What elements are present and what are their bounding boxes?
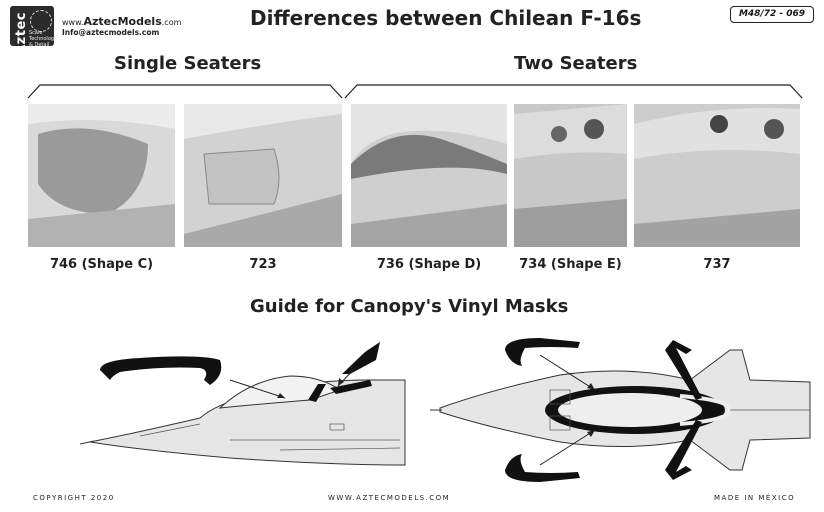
top-mask-hook-lower (665, 420, 702, 480)
side-fuselage (89, 379, 406, 466)
website-suffix: .com (161, 18, 182, 27)
top-mask-hook-upper (665, 340, 702, 400)
photo-736 (351, 104, 507, 247)
section-braces (27, 84, 803, 99)
top-mask-arc-upper (505, 338, 580, 366)
caption-746: 746 (Shape C) (49, 257, 154, 272)
website-prefix: www. (62, 18, 84, 27)
single-seaters-brace (27, 84, 343, 99)
section-two-seaters: Two Seaters (514, 53, 638, 74)
website-brand: AztecModels (83, 15, 162, 28)
caption-736: 736 (Shape D) (376, 257, 482, 272)
photo-746 (28, 104, 175, 247)
top-arrow-1 (539, 354, 596, 391)
side-canopy-frame (308, 384, 326, 402)
caption-737: 737 (703, 257, 731, 272)
logo-tagline: Scale Technology & Detail (29, 30, 58, 48)
product-code-badge: M48/72 - 069 (730, 6, 814, 23)
top-mask-arc-lower (505, 454, 580, 482)
guide-title: Guide for Canopy's Vinyl Masks (250, 296, 569, 317)
side-rear-canopy (330, 380, 372, 394)
two-seaters-brace (344, 84, 803, 99)
side-view-drawing (80, 342, 406, 466)
made-in-text: MADE IN MÉXICO (714, 494, 796, 502)
section-single-seaters: Single Seaters (114, 53, 262, 74)
photo-723 (184, 104, 342, 247)
side-mask-hook (342, 342, 380, 374)
caption-734: 734 (Shape E) (519, 257, 622, 272)
top-view-drawing (430, 338, 811, 482)
photo-737 (634, 104, 800, 247)
side-arrow-1 (229, 379, 286, 399)
side-mask-arc (100, 356, 222, 385)
aztec-logo: Aztec Scale Technology & Detail (10, 6, 58, 55)
caption-723: 723 (249, 257, 277, 272)
logo-seal-icon (30, 10, 52, 32)
email-text: Info@aztecmodels.com (62, 28, 160, 37)
page-title: Differences between Chilean F-16s (250, 6, 642, 30)
website-line: www.AztecModels.com (62, 15, 181, 28)
top-arrow-2 (539, 429, 596, 466)
photo-734 (514, 104, 627, 247)
top-canopy-inner (558, 393, 702, 427)
copyright-text: COPYRIGHT 2020 (33, 494, 115, 502)
footer-website: WWW.AZTECMODELS.COM (328, 494, 451, 502)
